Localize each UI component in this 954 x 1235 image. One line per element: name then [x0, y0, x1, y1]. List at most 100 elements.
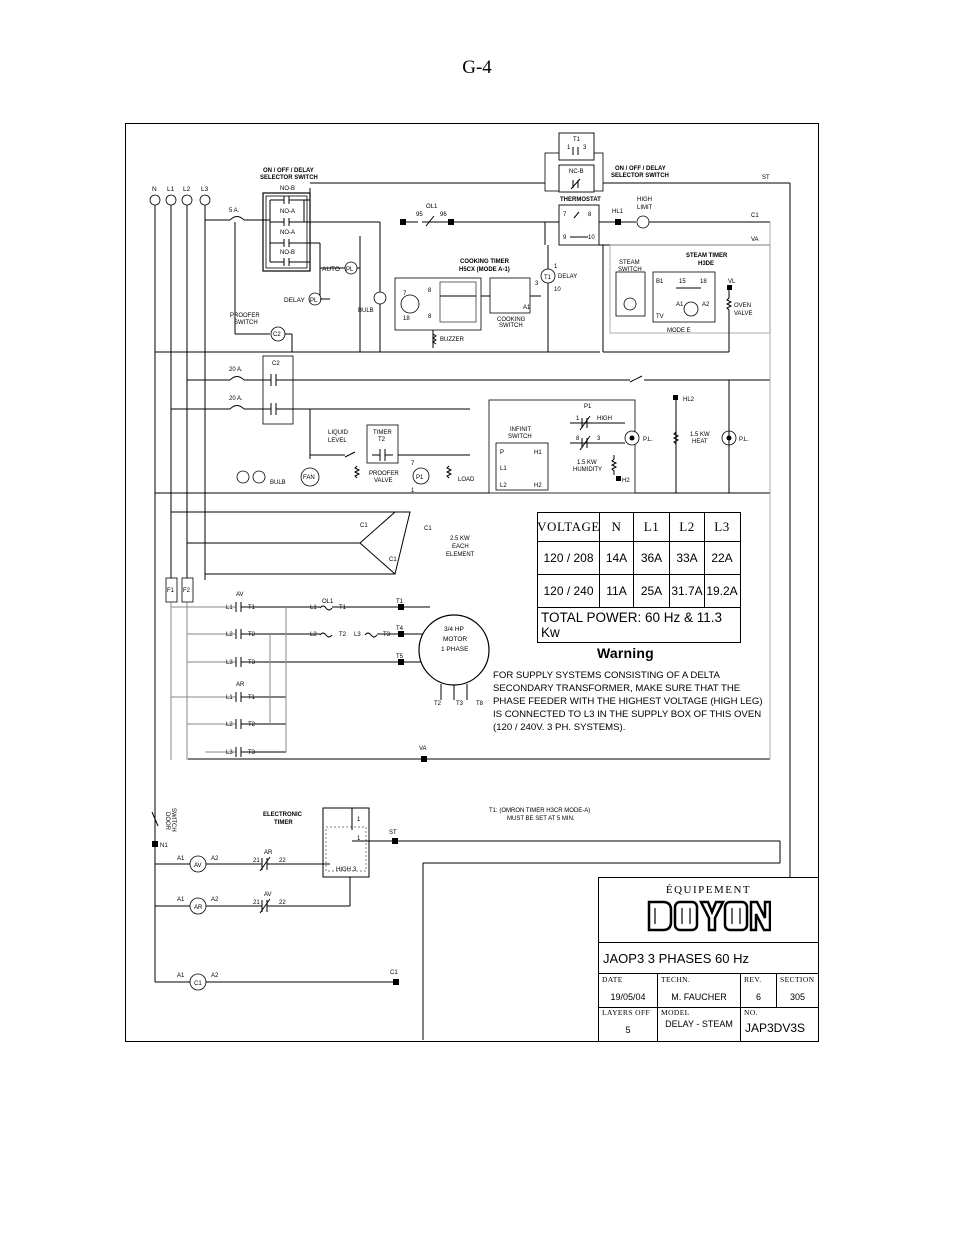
title-row-1: DATE 19/05/04 TECHN. M. FAUCHER REV. 6 S…: [599, 974, 818, 1008]
label-humidity-1: 1.5 KW: [577, 460, 597, 466]
label-ct-7: 7: [403, 291, 407, 297]
label-element-3: ELEMENT: [446, 552, 475, 558]
label-selector-left-1: ON / OFF / DELAY: [263, 168, 314, 174]
motor-circuit: AV L1 T1 L1 OL1 T1 T1 L2 T2 L2 T2 L3 T3 …: [171, 592, 770, 762]
title-block: ÉQUIPEMENT JAOP3 3 PHASES 60 Hz DATE 19/…: [598, 877, 819, 1042]
label-c2-coil: C2: [273, 332, 281, 338]
date-cell: DATE 19/05/04: [599, 974, 658, 1007]
label-p1-1: 1: [576, 416, 580, 422]
label-timer-t2-2: T2: [378, 437, 386, 443]
label-thermo-8: 8: [588, 212, 592, 218]
date-value: 19/05/04: [610, 992, 646, 1002]
label-buzzer: BUZZER: [440, 337, 465, 343]
label-bulb-top: BULB: [358, 308, 374, 314]
label-c1-el-1: C1: [360, 523, 368, 529]
label-st-a1: A1: [676, 302, 684, 308]
cooking-timer: COOKING TIMER H5CX (MODE A-1) BULB 7 18 …: [358, 222, 577, 352]
label-fuse-5a: 5 A.: [229, 208, 240, 214]
label-ct-2: 18: [403, 316, 410, 322]
label-15: 15: [679, 279, 686, 285]
label-ar-l2: L2: [226, 722, 233, 728]
label-element-1: 2.5 KW: [450, 536, 470, 542]
number-value: JAP3DV3S: [745, 1021, 806, 1035]
section-cell: SECTION 305: [777, 974, 818, 1007]
label-p1-coil-7: 7: [411, 461, 415, 467]
total-power: TOTAL POWER: 60 Hz & 11.3 Kw: [541, 609, 723, 640]
label-ol1: OL1: [426, 204, 438, 210]
label-av-l3: L3: [226, 660, 233, 666]
label-oven-valve-1: OVEN: [734, 303, 751, 309]
label-tv: TV: [656, 314, 664, 320]
label-et-3: 3: [353, 867, 357, 873]
label-ol-l2: L2: [310, 632, 317, 638]
header-voltage: VOLTAGE: [537, 513, 600, 541]
table-cell: 22A: [711, 550, 733, 565]
title-row-2: LAYERS OFF 5 MODEL DELAY - STEAM NO. JAP…: [599, 1007, 818, 1042]
label-st-bottom: ST: [389, 830, 397, 836]
rev-value: 6: [755, 992, 761, 1002]
label-av-l2: L2: [226, 632, 233, 638]
model-value: DELAY - STEAM: [665, 1019, 733, 1029]
label-av-21: 21: [253, 900, 260, 906]
layers-label: LAYERS OFF: [602, 1008, 651, 1017]
label-fuse-20a-2: 20 A.: [229, 396, 243, 402]
label-c1-a1: A1: [177, 973, 185, 979]
number-label: NO.: [744, 1008, 758, 1017]
pilot-lights: PL AUTO PL DELAY: [155, 236, 600, 353]
label-infinit-1: INFINIT: [510, 427, 531, 433]
label-p1-5: 3: [597, 436, 601, 442]
label-oven-valve-2: VALVE: [734, 311, 752, 317]
label-motor-1: 3/4 HP: [444, 626, 464, 633]
label-av-nc: AV: [264, 892, 272, 898]
label-proofer-switch-2: SWITCH: [234, 320, 258, 326]
label-t1-3: 3: [583, 145, 587, 151]
label-selector-right-1: ON / OFF / DELAY: [615, 166, 666, 172]
label-motor-t3: T3: [456, 701, 464, 707]
voltage-table-header: VOLTAGE N L1 L2 L3: [537, 513, 740, 542]
voltage-table: VOLTAGE N L1 L2 L3 120 / 208 14A 36A 33A…: [537, 512, 741, 643]
label-av-a2: A2: [211, 856, 219, 862]
table-cell: 14A: [600, 541, 634, 574]
label-inf-h2: H2: [534, 483, 542, 489]
label-no-a-2: NO-A: [280, 230, 295, 236]
label-hl1: HL1: [612, 209, 624, 215]
label-l1: L1: [167, 186, 175, 193]
label-auto: AUTO: [322, 266, 340, 273]
main-buses: F1 F2: [154, 205, 206, 982]
label-ct-m: A1: [523, 305, 531, 311]
model-label: MODEL: [661, 1008, 690, 1017]
label-delay-10: 10: [554, 287, 561, 293]
label-delay-2: 1: [554, 264, 558, 270]
header-l3: L3: [714, 519, 730, 534]
label-p1: P1: [584, 404, 592, 410]
label-va-bottom: VA: [419, 746, 427, 752]
table-cell: 120 / 240: [538, 574, 600, 607]
label-n: N: [152, 186, 157, 193]
label-door-switch-1: DOOR: [164, 812, 170, 831]
number-cell: NO. JAP3DV3S: [741, 1007, 818, 1042]
label-t1-note-1: T1: (OMRON TIMER H3CR MODE-A): [489, 808, 590, 814]
layers-value: 5: [625, 1025, 631, 1035]
label-c1-a2: A2: [211, 973, 219, 979]
label-c1-el-2: C1: [424, 526, 432, 532]
label-pl-heat-1: P.L.: [643, 437, 653, 443]
rev-label: REV.: [744, 975, 762, 984]
label-ar-nc: AR: [264, 850, 273, 856]
label-p1-8: 8: [576, 436, 580, 442]
label-no-b-1: NO-B: [280, 186, 295, 192]
table-cell: 19.2A: [706, 583, 738, 598]
label-c2-contact: C2: [272, 361, 280, 367]
label-ar-t2: T2: [248, 722, 256, 728]
label-ar-t1: T1: [248, 695, 256, 701]
label-load: LOAD: [458, 477, 475, 483]
label-selector-right-2: SELECTOR SWITCH: [611, 173, 669, 179]
label-infinit-2: SWITCH: [508, 434, 532, 440]
label-ct-8: 8: [428, 288, 432, 294]
label-av-a1: A1: [177, 856, 185, 862]
label-ol-t3: T3: [383, 632, 391, 638]
label-h2: H2: [622, 478, 630, 484]
label-motor-t2: T2: [434, 701, 442, 707]
label-cooking-switch-2: SWITCH: [499, 323, 523, 329]
label-av-22: 22: [279, 900, 286, 906]
